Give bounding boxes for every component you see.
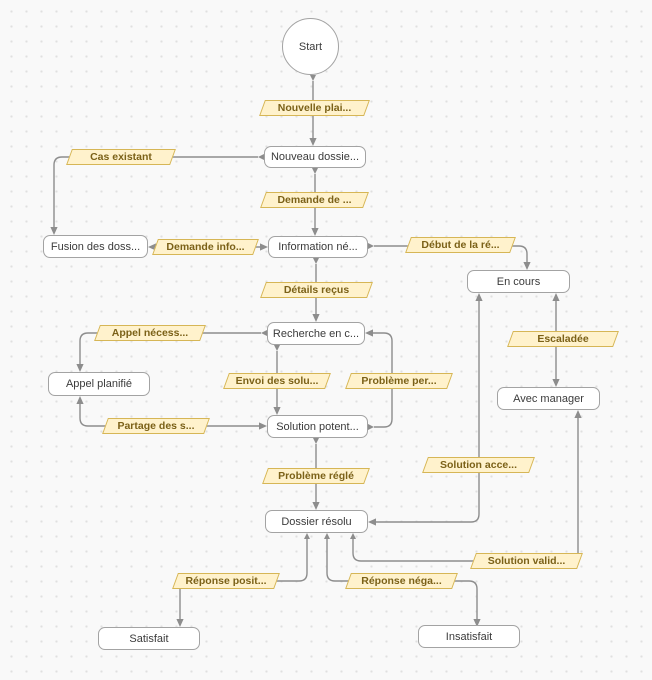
arrowhead	[259, 422, 267, 430]
node-avec-manager[interactable]: Avec manager	[497, 387, 600, 410]
node-solution-potentielle[interactable]: Solution potent...	[267, 415, 368, 438]
edge-label-demande-de[interactable]: Demande de ...	[260, 192, 369, 208]
arrowhead	[552, 379, 560, 387]
edge-label-partage-solutions[interactable]: Partage des s...	[102, 418, 210, 434]
edge-label-cas-existant[interactable]: Cas existant	[66, 149, 176, 165]
arrowhead	[523, 262, 531, 270]
arrowhead	[309, 138, 317, 146]
node-fusion-des-dossiers[interactable]: Fusion des doss...	[43, 235, 148, 258]
edge-source-marker	[368, 243, 374, 249]
arrowhead	[311, 228, 319, 236]
edge-label-probleme-regle[interactable]: Problème réglé	[262, 468, 370, 484]
arrowhead	[312, 502, 320, 510]
arrowhead	[552, 293, 560, 301]
edge-source-marker	[368, 424, 374, 430]
edge-label-reponse-positive[interactable]: Réponse posit...	[172, 573, 280, 589]
arrowhead	[473, 619, 481, 627]
arrowhead	[574, 410, 582, 418]
arrowhead	[260, 243, 268, 251]
arrowhead	[312, 314, 320, 322]
edge-partage-solutions[interactable]	[79, 404, 259, 427]
edge-label-details-recus[interactable]: Détails reçus	[260, 282, 373, 298]
node-en-cours[interactable]: En cours	[467, 270, 570, 293]
edge-solution-validee[interactable]	[352, 418, 579, 562]
edge-label-envoi-solutions[interactable]: Envoi des solu...	[223, 373, 331, 389]
edge-source-marker	[312, 168, 318, 174]
node-information-necessaire[interactable]: Information né...	[268, 236, 368, 258]
edge-label-solution-validee[interactable]: Solution valid...	[470, 553, 583, 569]
edge-label-nouvelle-plainte[interactable]: Nouvelle plai...	[259, 100, 370, 116]
node-nouveau-dossier[interactable]: Nouveau dossie...	[264, 146, 366, 168]
edge-source-marker	[313, 438, 319, 444]
edge-label-escaladee[interactable]: Escaladée	[507, 331, 619, 347]
edge-source-marker	[324, 533, 330, 539]
edge-label-appel-necessaire[interactable]: Appel nécess...	[94, 325, 206, 341]
arrowhead	[365, 329, 373, 337]
arrowhead	[368, 518, 376, 526]
arrowhead	[475, 293, 483, 301]
edge-appel-necessaire[interactable]	[79, 332, 261, 364]
edge-source-marker	[313, 258, 319, 264]
edge-source-marker	[304, 533, 310, 539]
edge-label-probleme-persistant[interactable]: Problème per...	[345, 373, 453, 389]
edge-debut-reponse[interactable]	[374, 245, 528, 262]
edge-cas-existant[interactable]	[53, 156, 258, 227]
edge-source-marker	[350, 533, 356, 539]
arrowhead	[76, 364, 84, 372]
node-start[interactable]: Start	[282, 18, 339, 75]
edge-source-marker	[310, 75, 316, 81]
arrowhead	[76, 396, 84, 404]
edge-label-demande-info[interactable]: Demande info...	[152, 239, 259, 255]
node-recherche-en-cours[interactable]: Recherche en c...	[267, 322, 365, 345]
arrowhead	[273, 407, 281, 415]
edge-source-marker	[261, 330, 267, 336]
edge-solution-acceptee[interactable]	[376, 301, 480, 523]
node-insatisfait[interactable]: Insatisfait	[418, 625, 520, 648]
arrowhead	[176, 619, 184, 627]
node-dossier-resolu[interactable]: Dossier résolu	[265, 510, 368, 533]
edge-label-solution-acceptee[interactable]: Solution acce...	[422, 457, 535, 473]
edge-source-marker	[258, 154, 264, 160]
node-satisfait[interactable]: Satisfait	[98, 627, 200, 650]
edge-source-marker	[274, 345, 280, 351]
node-appel-planifie[interactable]: Appel planifié	[48, 372, 150, 396]
arrowhead	[50, 227, 58, 235]
edge-label-debut-reponse[interactable]: Début de la ré...	[405, 237, 516, 253]
edge-label-reponse-negative[interactable]: Réponse néga...	[345, 573, 458, 589]
